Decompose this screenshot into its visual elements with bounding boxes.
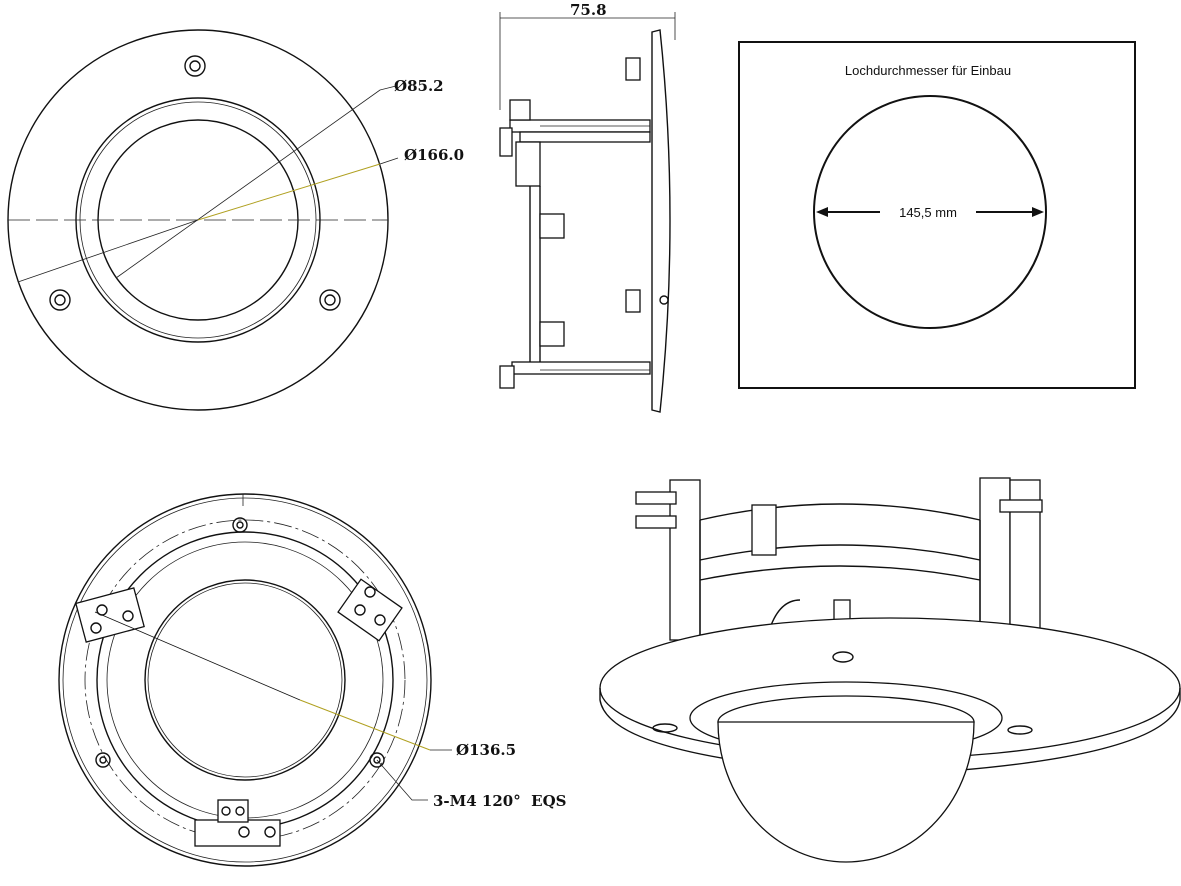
top-view (7, 29, 399, 411)
clip-bracket (75, 587, 145, 643)
screw-icon (95, 752, 111, 768)
side-view (499, 12, 676, 413)
clip-bracket (337, 578, 403, 642)
dim-depth: 75.8 (570, 1, 607, 19)
dim-inner-diameter: Ø85.2 (394, 77, 444, 95)
arrow-right-icon (1032, 207, 1044, 217)
screw-icon (369, 752, 385, 768)
dim-mount-diameter: Ø136.5 (456, 741, 516, 759)
screw-icon (319, 289, 341, 311)
cutout-panel (738, 41, 1136, 389)
screw-icon (184, 55, 206, 77)
screw-icon (232, 517, 248, 533)
clip-bracket (194, 799, 281, 847)
dim-outer-diameter: Ø166.0 (404, 146, 464, 164)
arrow-left-icon (816, 207, 828, 217)
perspective-view (599, 477, 1181, 863)
cutout-diameter: 145,5 mm (899, 205, 957, 220)
screw-spec: 3-M4 120° EQS (433, 792, 567, 810)
bottom-view (58, 493, 452, 867)
cutout-title: Lochdurchmesser für Einbau (845, 63, 1011, 78)
screw-icon (49, 289, 71, 311)
